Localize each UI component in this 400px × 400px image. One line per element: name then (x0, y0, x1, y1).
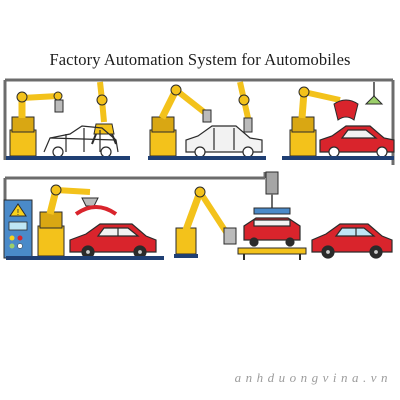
robot-arm-3 (149, 84, 212, 157)
station-painting (282, 82, 395, 160)
station-body-assembly (148, 81, 266, 160)
ceiling-lamp (364, 82, 384, 105)
robot-arm-7 (174, 186, 237, 258)
red-car-body-in-progress (319, 125, 395, 158)
station-final-assembly (174, 186, 307, 260)
red-car-on-lift (243, 217, 301, 247)
robot-arm-2 (91, 81, 117, 145)
overhead-crane (253, 194, 291, 215)
robot-arm-4 (237, 81, 253, 133)
watermark-text: anhduongvina.vn (234, 370, 392, 385)
station-frame-assembly (6, 81, 130, 160)
svg-text:!: ! (16, 208, 19, 217)
unpainted-car-body (185, 125, 263, 158)
car-chassis-frame (43, 125, 119, 158)
red-car-with-roof (69, 223, 157, 259)
diagram-title: Factory Automation System for Automobile… (49, 50, 351, 69)
robot-arm-6 (37, 184, 118, 257)
robot-arm-5 (289, 86, 359, 157)
robot-arm-1 (9, 91, 64, 157)
car-lift-platform (237, 247, 307, 260)
control-cabinet: ! (3, 199, 33, 259)
station-roof-install: ! (3, 184, 164, 260)
finished-car (311, 223, 393, 259)
